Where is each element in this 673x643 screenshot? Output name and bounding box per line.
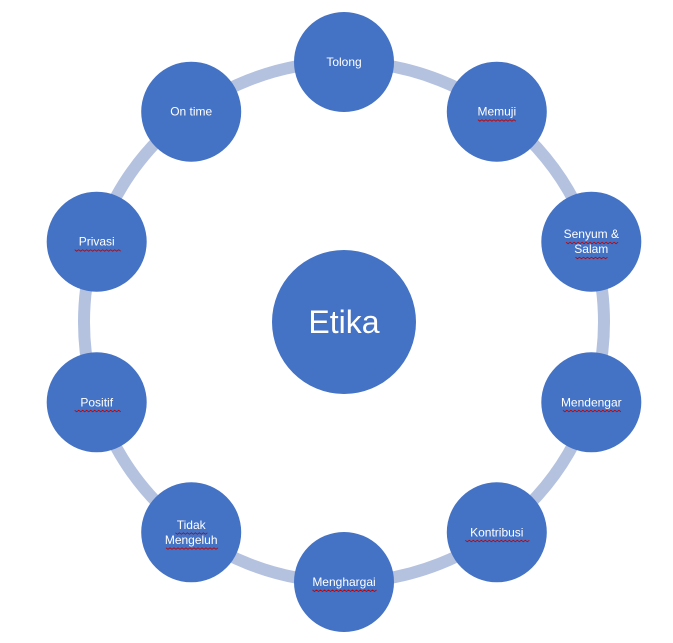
node-label-positif: Positif bbox=[80, 395, 113, 409]
node-label-tidak-mengeluh-line-2: Mengeluh bbox=[165, 533, 218, 547]
node-label-kontribusi: Kontribusi bbox=[470, 525, 523, 539]
spellcheck-underline bbox=[562, 409, 622, 413]
center-label: Etika bbox=[308, 304, 379, 340]
spellcheck-underline bbox=[312, 589, 377, 592]
node-privasi[interactable]: Privasi bbox=[46, 191, 147, 292]
node-label-tidak-mengeluh-line-1: Tidak bbox=[177, 518, 207, 532]
node-label-senyum-and-salam-line-1: Senyum & bbox=[564, 227, 619, 241]
node-senyum-and-salam[interactable]: Senyum &Salam bbox=[541, 191, 642, 292]
node-label-privasi: Privasi bbox=[79, 235, 115, 249]
node-label-menghargai: Menghargai bbox=[312, 575, 375, 589]
spellcheck-underline bbox=[165, 547, 219, 550]
node-circle-senyum-and-salam bbox=[541, 191, 642, 292]
node-label-tolong: Tolong bbox=[326, 55, 361, 69]
node-circle-menghargai bbox=[294, 532, 394, 632]
node-circle-positif bbox=[46, 352, 147, 453]
spellcheck-underline bbox=[477, 119, 517, 122]
node-label-senyum-and-salam-line-2: Salam bbox=[574, 242, 608, 256]
spellcheck-underline bbox=[74, 249, 121, 252]
node-on-time[interactable]: On time bbox=[141, 61, 242, 162]
node-circle-privasi bbox=[46, 191, 147, 292]
node-circle-tidak-mengeluh bbox=[141, 482, 242, 583]
node-circle-on-time bbox=[141, 61, 242, 162]
node-menghargai[interactable]: Menghargai bbox=[294, 532, 394, 632]
spellcheck-underline bbox=[565, 241, 619, 245]
node-label-on-time: On time bbox=[170, 105, 212, 119]
node-circle-tolong bbox=[294, 12, 394, 112]
node-positif[interactable]: Positif bbox=[46, 352, 147, 453]
node-circle-mendengar bbox=[541, 352, 642, 453]
spellcheck-underline bbox=[74, 409, 121, 413]
center-circle[interactable] bbox=[272, 250, 416, 394]
node-mendengar[interactable]: Mendengar bbox=[541, 352, 642, 453]
node-label-mendengar: Mendengar bbox=[561, 395, 622, 409]
node-label-memuji: Memuji bbox=[477, 105, 516, 119]
node-circle-kontribusi bbox=[446, 482, 547, 583]
spellcheck-underline bbox=[175, 532, 208, 535]
node-circle-memuji bbox=[446, 61, 547, 162]
node-memuji[interactable]: Memuji bbox=[446, 61, 547, 162]
spellcheck-underline bbox=[465, 539, 530, 543]
node-tolong[interactable]: Tolong bbox=[294, 12, 394, 112]
node-kontribusi[interactable]: Kontribusi bbox=[446, 482, 547, 583]
spellcheck-underline bbox=[575, 256, 608, 260]
